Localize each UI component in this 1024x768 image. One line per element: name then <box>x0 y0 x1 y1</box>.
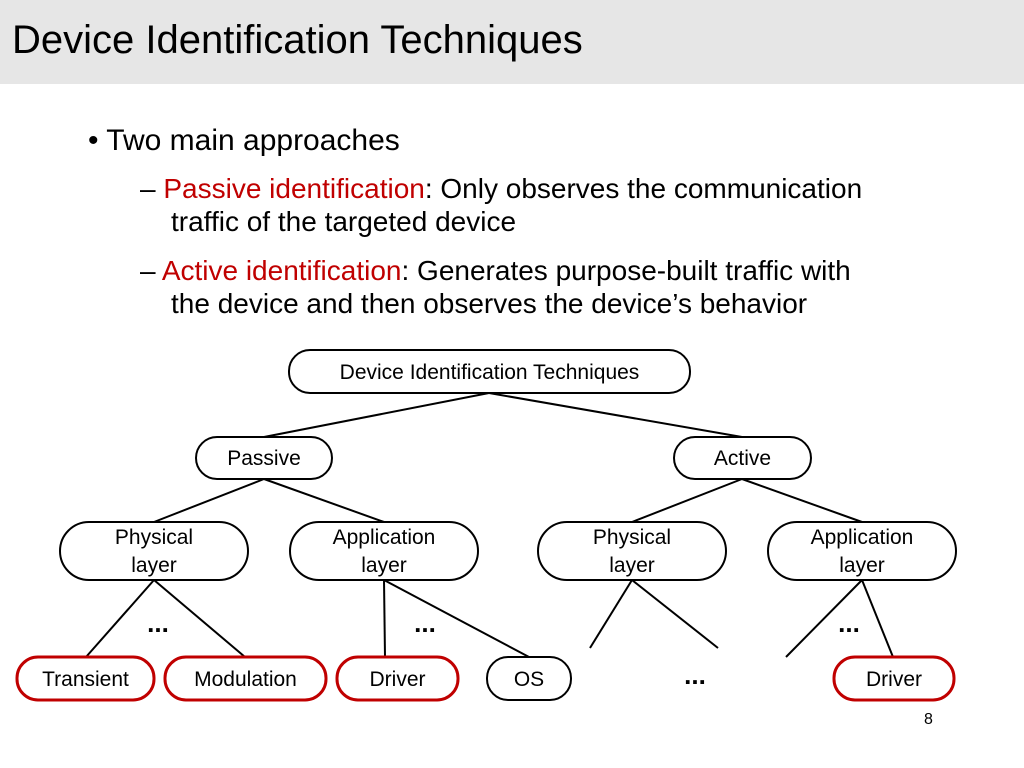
leaf-driver-active: Driver <box>832 655 956 702</box>
edge-active-physical-left <box>589 579 633 649</box>
node-active: Active <box>673 436 812 480</box>
passive-desc-1: : Only observes the communication <box>424 173 863 204</box>
edge-passive-physical <box>153 478 265 523</box>
active-bullet: – Active identification: Generates purpo… <box>140 254 851 320</box>
leaf-transient-label: Transient <box>42 668 129 691</box>
leaf-driver-active-label: Driver <box>866 668 922 691</box>
ellipsis-group: ... ... ... ... <box>147 608 860 690</box>
edge-active-application-driver <box>861 579 894 658</box>
node-active-physical: Physical layer <box>537 521 727 581</box>
passive-dash: – <box>140 173 164 204</box>
active-bullet-line1: – Active identification: Generates purpo… <box>140 254 851 287</box>
edge-physical-modulation <box>153 579 246 658</box>
leaf-modulation-label: Modulation <box>194 668 297 691</box>
node-active-label: Active <box>714 447 771 470</box>
leaf-os: OS <box>486 656 572 701</box>
node-passive-application: Application layer <box>289 521 479 581</box>
node-passive-application-label-2: layer <box>361 554 407 577</box>
title-bar <box>0 0 1024 84</box>
ellipsis-passive-application: ... <box>414 608 436 638</box>
node-active-physical-label-1: Physical <box>593 526 671 549</box>
leaf-transient: Transient <box>15 655 156 702</box>
edge-root-active <box>488 392 743 438</box>
node-active-application-label-1: Application <box>811 526 914 549</box>
edge-active-physical <box>631 478 743 523</box>
node-passive-application-label-1: Application <box>333 526 436 549</box>
ellipsis-active-application: ... <box>838 608 860 638</box>
leaf-driver-passive: Driver <box>335 655 460 702</box>
node-passive: Passive <box>195 436 333 480</box>
edge-active-application-left <box>785 579 863 658</box>
active-term: Active identification <box>161 255 402 286</box>
slide-title: Device Identification Techniques <box>12 18 583 62</box>
ellipsis-passive-physical: ... <box>147 608 169 638</box>
page-number: 8 <box>924 711 933 728</box>
node-root-label: Device Identification Techniques <box>340 361 640 384</box>
node-active-application: Application layer <box>767 521 957 581</box>
main-bullet: • Two main approaches <box>88 124 400 157</box>
passive-bullet-line1: – Passive identification: Only observes … <box>140 172 862 205</box>
edge-application-driver <box>383 579 386 658</box>
leaf-modulation: Modulation <box>163 655 328 702</box>
node-passive-label: Passive <box>227 447 301 470</box>
node-active-application-label-2: layer <box>839 554 885 577</box>
passive-desc-2: traffic of the targeted device <box>171 206 517 237</box>
passive-term: Passive identification <box>163 173 425 204</box>
node-active-physical-label-2: layer <box>609 554 655 577</box>
passive-bullet: – Passive identification: Only observes … <box>140 172 862 238</box>
edge-application-os <box>383 579 530 658</box>
active-desc-2: the device and then observes the device’… <box>171 288 808 319</box>
node-passive-physical: Physical layer <box>59 521 249 581</box>
active-dash: – <box>140 255 162 286</box>
edge-active-application <box>741 478 863 523</box>
edge-root-passive <box>263 392 490 438</box>
leaf-driver-passive-label: Driver <box>370 668 426 691</box>
leaf-os-label: OS <box>514 668 544 691</box>
edge-passive-application <box>263 478 385 523</box>
tree-edges <box>85 392 894 658</box>
node-passive-physical-label-1: Physical <box>115 526 193 549</box>
node-passive-physical-label-2: layer <box>131 554 177 577</box>
node-root: Device Identification Techniques <box>288 349 691 394</box>
edge-active-physical-right <box>631 579 719 649</box>
ellipsis-active-physical: ... <box>684 660 706 690</box>
edge-physical-transient <box>85 579 155 658</box>
active-desc-1: : Generates purpose-built traffic with <box>401 255 851 286</box>
